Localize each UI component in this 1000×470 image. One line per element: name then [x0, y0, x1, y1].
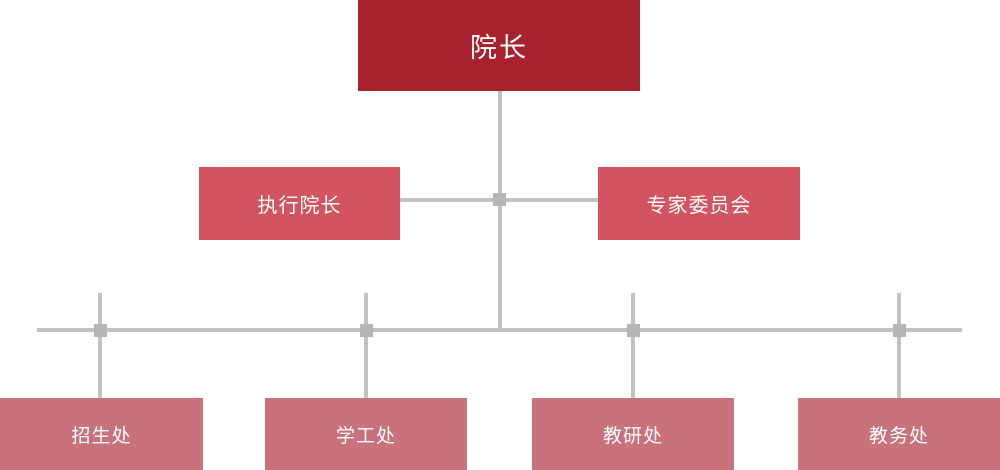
connector-junction-node-center: [493, 193, 506, 206]
org-box-student-affairs-office-label: 学工处: [335, 425, 396, 447]
org-box-expert-committee-label: 专家委员会: [646, 195, 752, 217]
org-box-admissions-office: 招生处: [0, 398, 203, 470]
org-box-admissions-office-label: 招生处: [71, 425, 132, 447]
connector-junction-node-3: [627, 324, 640, 337]
org-box-student-affairs-office: 学工处: [265, 398, 467, 470]
org-box-dean-label: 院长: [470, 33, 528, 63]
org-box-academic-affairs-office: 教务处: [798, 398, 1000, 470]
connector-junction-node-1: [94, 324, 107, 337]
connector-department-bar: [37, 328, 962, 332]
org-box-executive-dean: 执行院长: [199, 167, 400, 240]
org-box-expert-committee: 专家委员会: [598, 167, 800, 240]
org-box-dean: 院长: [358, 0, 640, 91]
org-box-teaching-research-office-label: 教研处: [602, 425, 663, 447]
connector-drop-admissions: [98, 293, 102, 398]
org-box-executive-dean-label: 执行院长: [257, 195, 342, 217]
org-box-academic-affairs-office-label: 教务处: [868, 425, 929, 447]
connector-drop-student-affairs: [364, 293, 368, 398]
connector-root-vertical: [498, 91, 502, 330]
org-box-teaching-research-office: 教研处: [532, 398, 734, 470]
connector-junction-node-4: [893, 324, 906, 337]
connector-drop-academic-affairs: [897, 293, 901, 398]
connector-drop-teaching-research: [631, 293, 635, 398]
connector-junction-node-2: [360, 324, 373, 337]
